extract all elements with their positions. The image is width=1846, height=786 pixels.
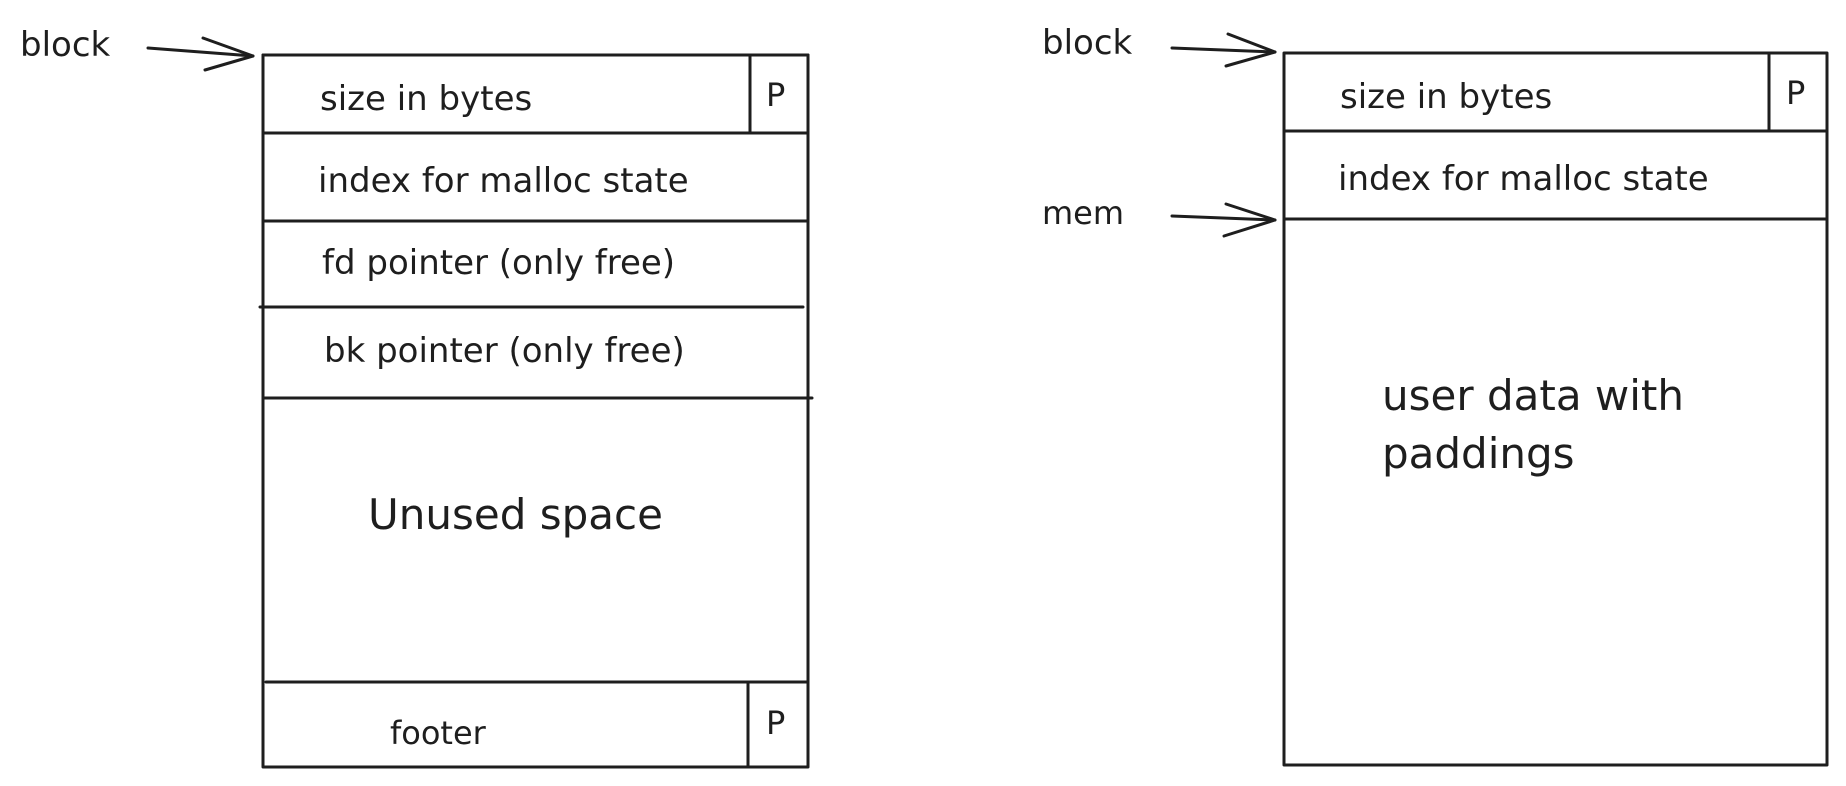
free-size-flag-label: P xyxy=(766,76,785,114)
used-block-pointer-label: block xyxy=(1042,23,1133,63)
free-size-field xyxy=(261,53,810,135)
used-index-label: index for malloc state xyxy=(1338,159,1709,199)
free-unused-space-label: Unused space xyxy=(368,490,663,539)
free-fd-label: fd pointer (only free) xyxy=(322,243,675,283)
free-block-arrow xyxy=(146,36,255,72)
free-block-pointer-label: block xyxy=(20,25,111,65)
used-mem-pointer-label: mem xyxy=(1042,194,1124,232)
used-block-arrow xyxy=(1170,32,1277,68)
used-size-label: size in bytes xyxy=(1340,77,1552,117)
used-user-data-label-line1: user data with xyxy=(1382,371,1684,420)
used-user-data-label-line2: paddings xyxy=(1382,429,1575,478)
free-chunk: block size in bytes P index for malloc s… xyxy=(20,25,814,769)
free-footer-label: footer xyxy=(390,714,487,752)
used-mem-arrow xyxy=(1170,202,1277,238)
used-chunk-outline xyxy=(1282,51,1829,767)
free-bk-label: bk pointer (only free) xyxy=(324,331,685,371)
free-size-label: size in bytes xyxy=(320,79,532,119)
free-footer-flag-label: P xyxy=(766,704,785,742)
free-index-label: index for malloc state xyxy=(318,161,689,201)
used-chunk: block mem size in bytes P index for mall… xyxy=(1042,23,1829,767)
used-size-flag-label: P xyxy=(1786,74,1805,112)
